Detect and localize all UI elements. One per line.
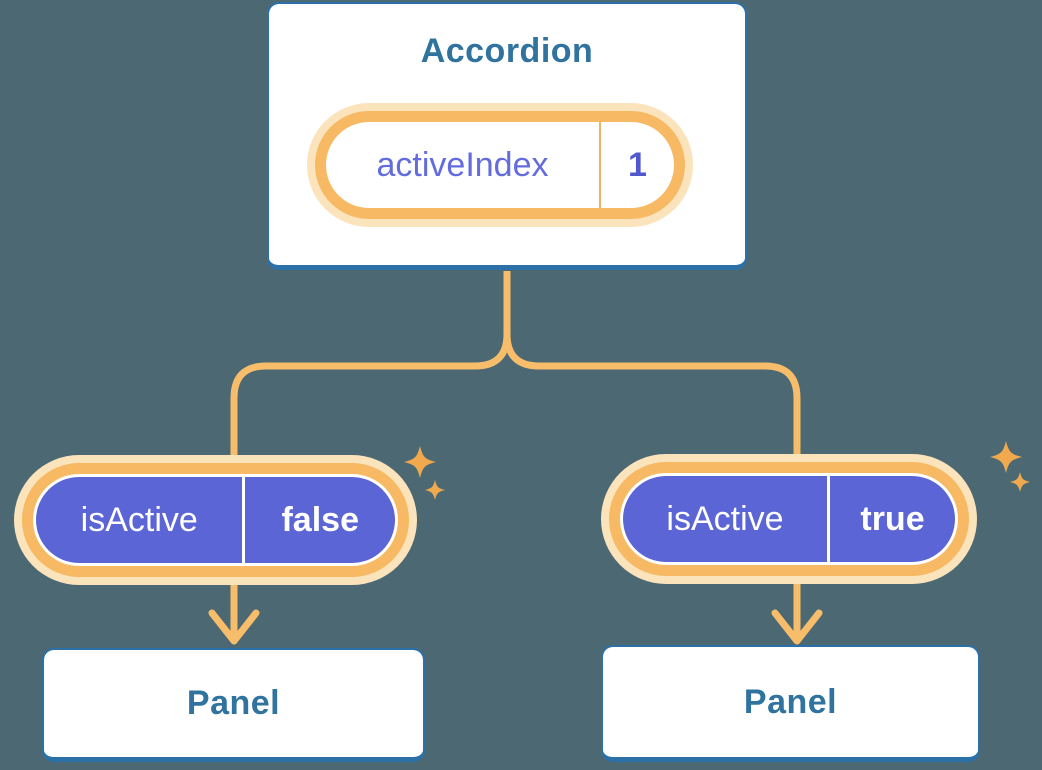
pill-divider xyxy=(599,122,601,208)
arrow-down-icon xyxy=(208,609,260,645)
connector-right-branch xyxy=(503,271,801,641)
pill-orange-ring: isActive true xyxy=(609,462,969,576)
state-value: 1 xyxy=(628,145,647,184)
pill-orange-ring: activeIndex 1 xyxy=(315,111,685,219)
pill-glow-ring: isActive false xyxy=(14,455,417,585)
prop-name: isActive xyxy=(623,476,827,562)
pill-body: isActive false xyxy=(33,474,398,566)
panel-title: Panel xyxy=(186,684,281,722)
active-index-state-pill: activeIndex 1 xyxy=(307,103,693,227)
panel-title: Panel xyxy=(743,682,838,721)
is-active-prop-pill-left: isActive false xyxy=(14,455,417,585)
pill-orange-ring: isActive false xyxy=(22,463,409,577)
accordion-component-box: Accordion activeIndex 1 xyxy=(267,2,747,270)
panel-component-box-right: Panel xyxy=(601,645,980,762)
state-name: activeIndex xyxy=(376,145,549,184)
prop-value: true xyxy=(829,476,955,562)
pill-body: isActive true xyxy=(620,473,958,565)
arrow-down-icon xyxy=(771,609,823,645)
pill-glow-ring: isActive true xyxy=(601,454,977,584)
accordion-title: Accordion xyxy=(420,32,594,70)
prop-name: isActive xyxy=(36,477,243,563)
pill-body: activeIndex 1 xyxy=(326,122,674,208)
is-active-prop-pill-right: isActive true xyxy=(601,454,977,584)
panel-component-box-left: Panel xyxy=(42,648,425,762)
prop-value: false xyxy=(245,477,395,563)
pill-glow-ring: activeIndex 1 xyxy=(307,103,693,227)
